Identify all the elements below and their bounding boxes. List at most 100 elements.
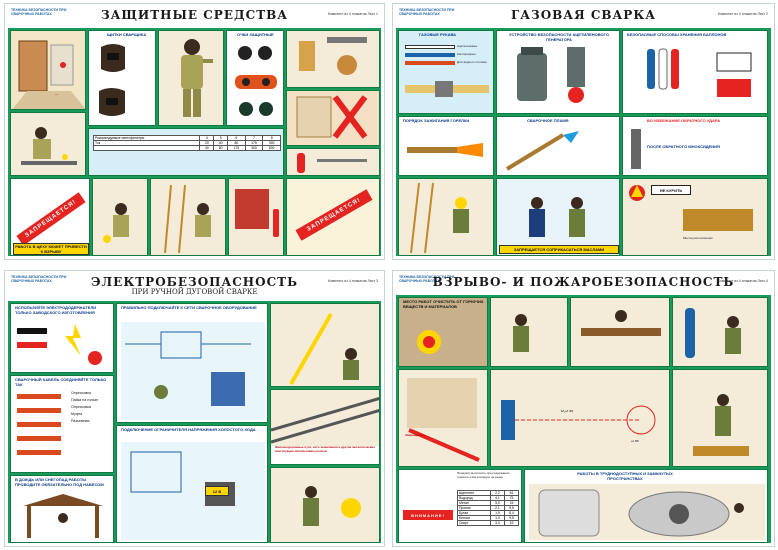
prohibited-cell-right: Запрещается! xyxy=(286,178,380,256)
rain-heading: В дождь или снегопад работы проводите об… xyxy=(15,477,104,487)
crane-illustration xyxy=(271,304,379,386)
extinguisher-cell xyxy=(286,148,380,176)
storage-heading: Безопасные способы хранения баллонов xyxy=(627,32,727,37)
distance-diagram xyxy=(491,370,669,466)
generator-heading: Устройство безопасности ацетиленового ге… xyxy=(509,32,609,42)
goggles-cell: Очки защитные xyxy=(226,30,284,126)
shields-heading: Щитки сварщика xyxy=(107,32,147,37)
no-smoking-sign: Не курить xyxy=(651,185,691,195)
wall-illustration xyxy=(399,370,487,466)
poster-fire-safety: Техника безопасности при сварочных работ… xyxy=(392,270,775,547)
poster-electrical-safety: Техника безопасности при сварочных работ… xyxy=(4,270,385,547)
after-strike-heading: После обратного мноксидения xyxy=(647,144,720,149)
hose-clamp-icon xyxy=(405,81,489,97)
series-label: Техника безопасности при сварочных работ… xyxy=(11,275,67,283)
joint-list: Опрессовка Пайка на гильзе Опрессовка Му… xyxy=(71,390,98,425)
connection-cell: Правильно подключайте к сети сварочное о… xyxy=(116,303,268,423)
holders-cell: Используйте электрододержатели только за… xyxy=(10,303,114,373)
poster-header: Техника безопасности при сварочных работ… xyxy=(393,271,774,299)
ladder-illustration xyxy=(151,179,225,255)
list-item: Опрессовка xyxy=(71,405,91,409)
sparks-illustration xyxy=(93,179,147,255)
hoses-heading: Газовые рукава xyxy=(419,32,457,37)
confined-cell: Работы в труднодоступных и замкнутых про… xyxy=(524,469,768,543)
poster-header: Техника безопасности при сварочных работ… xyxy=(5,271,384,299)
railway-illustration xyxy=(271,390,379,446)
vent-note: Продувку выполнять при содержании горюче… xyxy=(457,472,510,479)
grounding-cell xyxy=(270,467,380,543)
prohibited-cell-left: Запрещается! Работа в цеху может привест… xyxy=(10,178,90,256)
cable-joints-heading: Сварочный кабель соединяйте только так xyxy=(15,377,107,387)
corridor-illustration xyxy=(11,31,85,109)
torch-icon xyxy=(407,143,483,157)
explosion-sign: Работа в цеху может привести к взрыву xyxy=(13,243,89,255)
clean-place-cell: Место работ очистить от горючих веществ … xyxy=(398,297,488,367)
welding-sparks-illustration xyxy=(417,330,441,354)
crane-cell xyxy=(270,303,380,387)
welder-work-cell xyxy=(10,112,86,176)
welders-cell xyxy=(490,297,568,367)
list-item: Опрессовка xyxy=(71,391,91,395)
cylinder-illustration xyxy=(673,298,767,366)
oil-warning: Запрещается соприкасаться маслами xyxy=(499,245,619,254)
goggles-heading: Очки защитные xyxy=(237,32,274,37)
clean-place-heading: Место работ очистить от горючих веществ … xyxy=(403,299,484,309)
fuel-hose xyxy=(405,61,455,65)
sparks-cell xyxy=(92,178,148,256)
poster-title: Газовая сварка xyxy=(510,8,657,22)
welders-illustration xyxy=(491,298,567,366)
gloves-illustration xyxy=(287,31,379,87)
reverse-strike-cell: Во избежание обратного удара После обрат… xyxy=(622,116,768,176)
acetylene-hose xyxy=(405,45,455,49)
poster-title: Взрыво- и пожаробезопасность xyxy=(432,275,735,289)
series-label: Техника безопасности при сварочных работ… xyxy=(399,275,455,283)
poster-title: Защитные средства xyxy=(100,8,289,22)
distance-cell: 8,5 м 5 м xyxy=(490,369,670,467)
location-cell: Не курить Места расположения xyxy=(622,178,768,256)
electrode-cell xyxy=(672,369,768,467)
list-item: Пайка на гильзе xyxy=(71,398,99,402)
poster-header: Техника безопасности при сварочных работ… xyxy=(393,4,774,28)
flame-cell: Сварочное пламя xyxy=(496,116,620,176)
reverse-strike-heading: Во избежание обратного удара xyxy=(647,118,721,123)
booth-illustration xyxy=(287,91,379,145)
poster-subtitle: при ручной дуговой сварке xyxy=(131,288,258,296)
gas-limits-cell: Продувку выполнять при содержании горюче… xyxy=(398,469,522,543)
poster-body: — Щитки сварщика Очки защ xyxy=(8,28,381,256)
poster-body: Место работ очистить от горючих веществ … xyxy=(396,295,771,543)
poster-body: Используйте электрододержатели только за… xyxy=(8,301,381,543)
poster-gas-welding: Техника безопасности при сварочных работ… xyxy=(392,3,775,260)
limiter-diagram xyxy=(121,442,265,540)
poster-title: Электробезопасность xyxy=(91,275,298,289)
sheet-number: Комплект из 4 плакатов Лист 4 xyxy=(717,279,768,283)
filter-table-cell: Рекомендуемые светофильтры 4 5 6 7 8 Ток… xyxy=(88,128,284,176)
corridor-cell: — xyxy=(10,30,86,110)
distance-label: 8,5 м xyxy=(561,410,573,414)
valve-icon xyxy=(631,129,641,169)
grounding-illustration xyxy=(271,468,379,542)
voltage-label: 12 В xyxy=(205,486,229,496)
prohibited-area-cell: Запрещается xyxy=(398,369,488,467)
list-item: Муфта xyxy=(71,412,83,416)
oxygen-hose xyxy=(405,53,455,57)
limiter-heading: Подключение ограничителя напряжения холо… xyxy=(121,427,256,432)
hoses-cell: Газовые рукава Ацетиленовые Кислородные … xyxy=(398,30,494,114)
gloves-cell xyxy=(286,30,380,88)
cabinet-cell xyxy=(228,178,284,256)
flame-heading: Сварочное пламя xyxy=(527,118,569,123)
poster-header: Техника безопасности при сварочных работ… xyxy=(5,4,384,28)
shields-cell: Щитки сварщика xyxy=(88,30,156,126)
goggles-icon xyxy=(235,46,277,116)
sheet-number: Комплект из 4 плакатов Лист 3 xyxy=(327,279,378,283)
attention-label: Внимание! xyxy=(403,510,453,520)
scaffold-illustration xyxy=(399,179,493,255)
cabinet-illustration xyxy=(229,179,283,255)
connection-heading: Правильно подключайте к сети сварочное о… xyxy=(121,305,257,310)
fire-order-cell: Порядок зажигания горелки xyxy=(398,116,494,176)
confined-illustration xyxy=(529,484,765,540)
wiring-diagram xyxy=(121,322,265,420)
series-label: Техника безопасности при сварочных работ… xyxy=(11,8,67,16)
